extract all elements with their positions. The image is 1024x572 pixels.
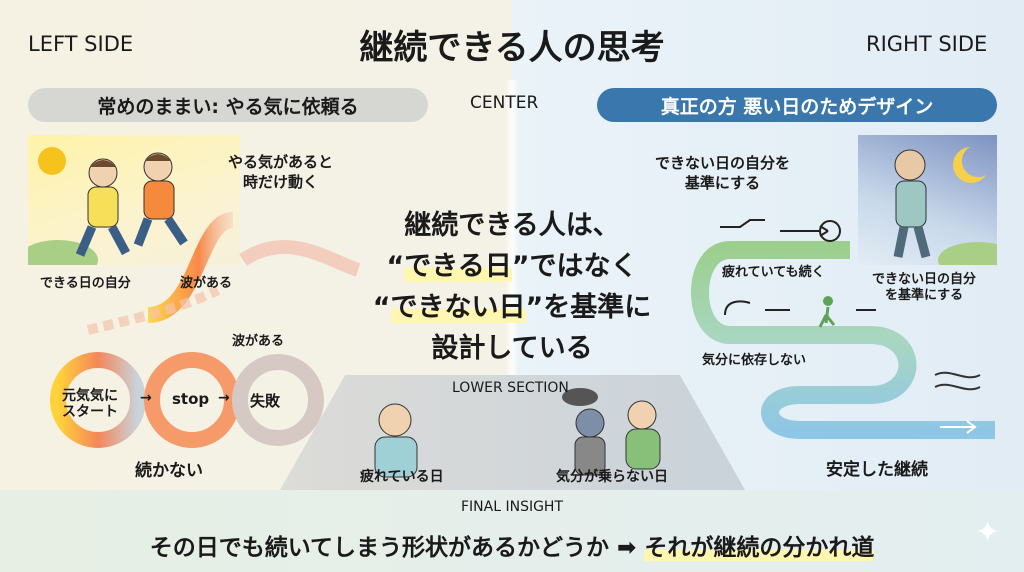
center-label: CENTER: [470, 93, 539, 113]
center-message-line-3: “できない日”を基準に: [300, 285, 724, 324]
center-message-line-2: “できる日”ではなく: [300, 244, 724, 283]
person-caption: できない日の自分を基準にする: [872, 272, 976, 304]
loop-start: 元気気にスタート: [62, 388, 118, 420]
caption-line: できない日の自分: [872, 272, 977, 287]
center-message-line-4: 設計している: [431, 333, 593, 364]
motivation-caption: やる気があると時だけ動く: [228, 152, 333, 192]
lower-section-panel: [280, 375, 745, 490]
loop-stop: stop: [172, 390, 210, 408]
caption-line: やる気があると: [228, 153, 334, 171]
arrow-icon: →: [140, 390, 152, 406]
arrow-icon: →: [218, 390, 230, 406]
caption-line: 時だけ動く: [243, 173, 319, 191]
label-wave-2: 波がある: [232, 334, 285, 349]
left-heading-pill: 常めのままい: やる気に依頼る: [28, 88, 428, 122]
step-mood-independent: 気分に依存しない: [702, 353, 807, 368]
right-caption: できない日の自分を基準にする: [655, 153, 790, 193]
lower-section-label: LOWER SECTION: [452, 380, 569, 396]
label-tired-day: 疲れている日: [360, 469, 444, 485]
running-kids-icon: [18, 147, 188, 280]
label-wave-1: 波がある: [180, 276, 233, 291]
motivation-wave-arrows: [28, 212, 361, 448]
final-insight-text: その日でも続いてしまう形状があるかどうか ➡ それが継続の分かれ道: [0, 528, 1024, 562]
loop-start-line: 元気気に: [62, 388, 118, 404]
bad-day-people-icon: [374, 388, 661, 478]
caption-line: を基準にする: [884, 288, 964, 303]
final-text-highlight: それが継続の分かれ道: [644, 535, 875, 561]
center-message-line-1: 継続できる人は、: [404, 210, 620, 241]
step-keep-going-tired: 疲れていても続く: [722, 265, 825, 280]
final-text-main: その日でも続いてしまう形状があるかどうか: [149, 535, 609, 561]
highlight-capable-day: できる日: [404, 251, 512, 282]
label-no-mood-day: 気分が乗らない日: [556, 469, 668, 485]
highlight-incapable-day: できない日: [390, 292, 526, 323]
loop-fail: 失敗: [250, 392, 281, 410]
right-side-label: RIGHT SIDE: [866, 32, 988, 56]
text: ”を基準に: [525, 292, 652, 323]
loop-start-line: スタート: [62, 404, 118, 420]
quote: “: [372, 292, 391, 323]
right-arrow-icon: ➡: [617, 535, 637, 561]
right-result: 安定した継続: [826, 460, 928, 480]
label-capable-self: できる日の自分: [40, 276, 131, 291]
text: ”ではなく: [511, 251, 638, 282]
left-result: 続かない: [135, 461, 203, 481]
caption-line: 基準にする: [684, 174, 761, 192]
stable-path-river: [691, 219, 995, 439]
final-insight-label: FINAL INSIGHT: [460, 499, 564, 515]
sparkle-icon: ✦: [975, 515, 1001, 550]
quote: “: [386, 251, 405, 282]
page-title: 継続できる人の思考: [359, 28, 665, 68]
left-side-label: LEFT SIDE: [28, 32, 134, 56]
caption-line: できない日の自分を: [655, 154, 791, 172]
right-heading-pill: 真正の方 悪い日のためデザイン: [597, 88, 997, 122]
